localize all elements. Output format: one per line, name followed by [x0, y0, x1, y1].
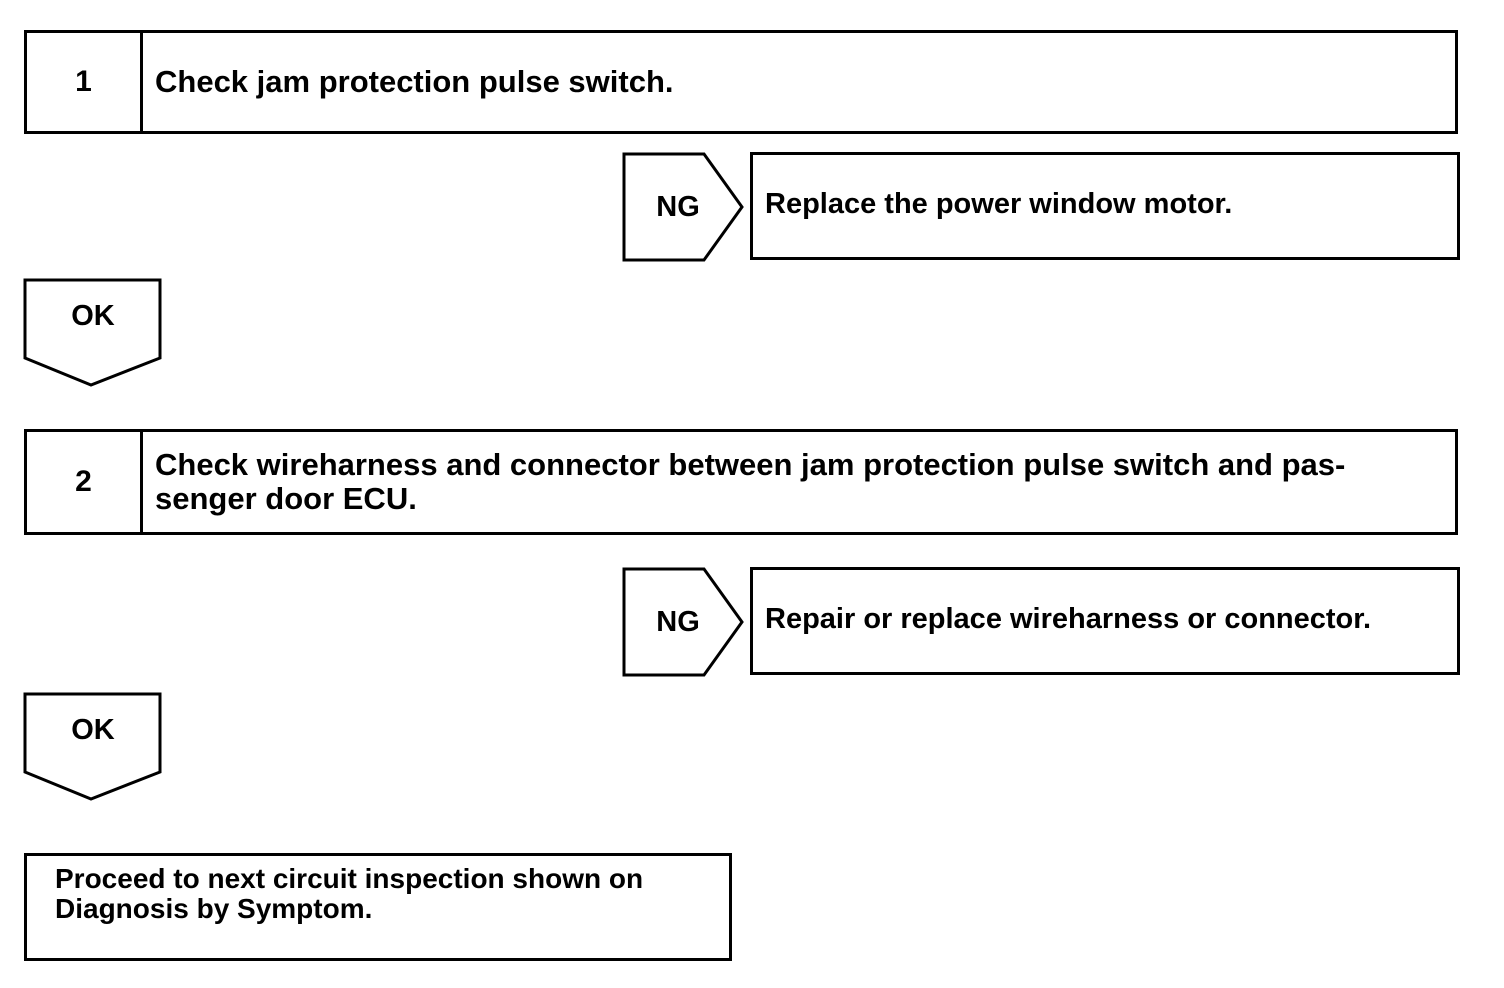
step-2-number: 2 — [27, 432, 143, 532]
ok-2-arrow: OK — [23, 692, 163, 802]
ng-2-arrow: NG — [622, 567, 746, 677]
ok-1-label: OK — [71, 300, 115, 332]
step-2-text: Check wireharness and connector between … — [155, 447, 1346, 516]
ng-1-label: NG — [656, 190, 700, 223]
ng-2-result-box: Repair or replace wireharness or connect… — [750, 567, 1460, 675]
ng-2-label: NG — [656, 605, 700, 638]
step-1-number: 1 — [27, 33, 143, 131]
ok-1-arrow-shape — [23, 278, 162, 387]
ng-2-arrow-shape — [622, 567, 744, 677]
ng-1-result-box: Replace the power window motor. — [750, 152, 1460, 260]
ng-2-result-text: Repair or replace wireharness or connect… — [765, 602, 1372, 635]
final-instruction-box: Proceed to next circuit inspection shown… — [24, 853, 732, 961]
step-1-text: Check jam protection pulse switch. — [155, 64, 674, 99]
ng-1-arrow: NG — [622, 152, 746, 262]
final-instruction-line-1: Proceed to next circuit inspection shown… — [55, 863, 644, 894]
final-instruction-line-2: Diagnosis by Symptom. — [55, 893, 373, 924]
step-1-box: 1 Check jam protection pulse switch. — [24, 30, 1458, 134]
ok-1-arrow: OK — [23, 278, 163, 388]
ok-2-arrow-shape — [23, 692, 162, 801]
ng-1-arrow-shape — [622, 152, 744, 262]
ok-2-label: OK — [71, 714, 115, 746]
step-2-box: 2 Check wireharness and connector betwee… — [24, 429, 1458, 535]
ng-1-result-text: Replace the power window motor. — [765, 187, 1233, 220]
